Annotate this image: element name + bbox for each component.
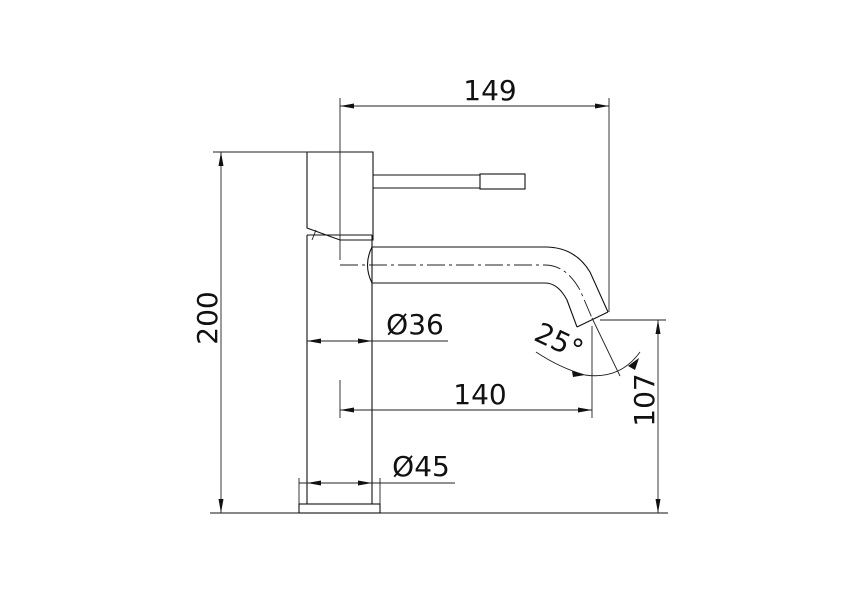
svg-text:25°: 25° [530,316,589,367]
svg-text:200: 200 [191,291,224,344]
dim-overall-reach: 149 [339,74,610,312]
svg-text:Ø36: Ø36 [386,308,444,341]
svg-text:140: 140 [453,378,506,411]
dim-body-diameter: Ø36 [307,308,448,344]
dim-spout-angle: 25° [530,316,641,377]
tap-body [306,234,373,504]
dim-overall-height: 200 [191,151,307,513]
base-ring [298,503,381,514]
spout [340,246,609,328]
lever-handle [373,173,526,190]
svg-text:Ø45: Ø45 [392,450,450,483]
svg-text:107: 107 [628,373,661,426]
svg-text:149: 149 [463,74,516,107]
dim-outlet-height: 107 [600,319,666,513]
dim-base-diameter: Ø45 [298,450,455,504]
dim-spout-reach: 140 [339,326,593,418]
